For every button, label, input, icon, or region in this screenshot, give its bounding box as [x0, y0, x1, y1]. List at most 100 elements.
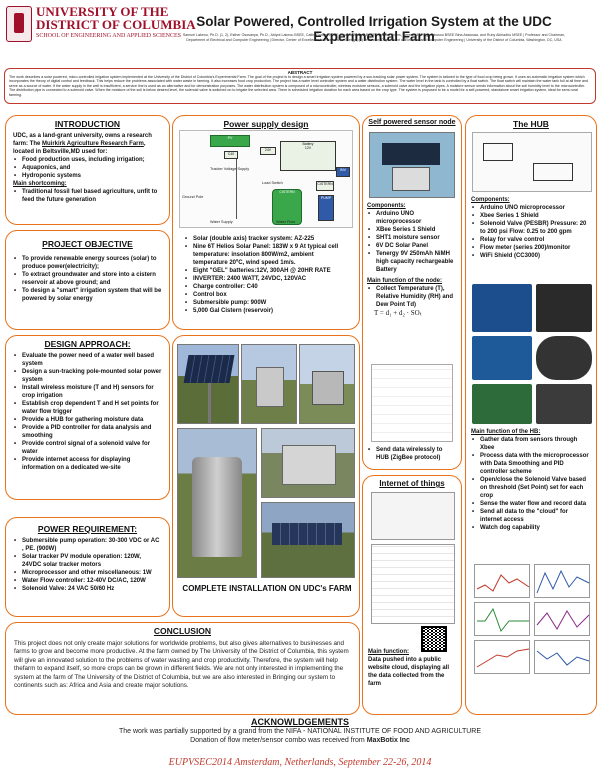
cistern-tank-icon [192, 457, 242, 557]
list-item: XBee Series 1 Shield [367, 226, 457, 234]
poster-header: UNIVERSITY OF THE DISTRICT OF COLUMBIA S… [4, 4, 596, 66]
chart-line-icon [536, 610, 590, 630]
poster-title: Solar Powered, Controlled Irrigation Sys… [196, 14, 552, 44]
list-item: Tenergy 9V 250mAh NiMH high capacity rec… [367, 250, 457, 274]
list-item: Eight "GEL" batteries:12V, 300AH @ 20HR … [184, 267, 350, 275]
list-item: Microprocessor and other miscellaneous: … [13, 569, 162, 577]
hub-title: The HUB [513, 119, 549, 129]
sensor-function-list: Collect Temperature (T), Relative Humidi… [367, 285, 457, 309]
ack-title: ACKNOWLDGEMENTS [251, 717, 349, 727]
enclosure-icon [312, 371, 344, 405]
logo-line2: DISTRICT OF COLUMBIA [36, 17, 196, 32]
flow-meter-photo [536, 336, 592, 380]
power-supply-specs: Solar (double axis) tracker system: AZ-2… [177, 232, 357, 318]
list-item: To design a "smart" irrigation system th… [13, 287, 162, 303]
design-list: Evaluate the power need of a water well … [13, 352, 162, 472]
list-item: Food production uses, including irrigati… [13, 156, 162, 164]
installation-title: COMPLETE INSTALLATION ON UDC's FARM [182, 584, 352, 593]
solenoid-valve-photo [536, 284, 592, 332]
power-supply-diagram: PV C40 24V Battery 12V INV Tracker Volta… [179, 130, 353, 228]
power-requirement-title: POWER REQUIREMENT: [37, 524, 138, 534]
list-item: Arduino UNO microprocessor [367, 210, 457, 226]
iot-screenshot-2 [371, 544, 455, 624]
cistern-photo [177, 428, 257, 578]
conclusion-text: This project does not only create major … [14, 640, 349, 690]
hub-chart-3 [474, 602, 530, 636]
hub-components: Components: Arduino UNO microprocessor X… [466, 196, 596, 260]
hub-components-label: Components: [471, 197, 510, 203]
list-item: WiFi Shield (CC3000) [471, 252, 591, 260]
list-item: Arduino UNO microprocessor [471, 204, 591, 212]
list-item: Solenoid Valve: 24 VAC 50/60 Hz [13, 585, 162, 593]
list-item: Establish crop dependent T and H set poi… [13, 400, 162, 416]
power-supply-panel: Power supply design PV C40 24V Battery 1… [172, 115, 360, 330]
list-item: Solenoid Valve (PESBR) Pressure: 20 to 2… [471, 220, 591, 236]
cistern-box: CISTERN [316, 181, 334, 191]
load-switch-label: Load Switch [262, 181, 283, 185]
iot-main-function-label: Main function: [368, 649, 409, 655]
list-item: Hydroponic systems [13, 172, 162, 180]
list-item: Solar tracker PV module operation: 120W,… [13, 553, 162, 569]
list-item: Relay for valve control [471, 236, 591, 244]
list-item: SHT1 moisture sensor [367, 234, 457, 242]
list-item: Provide a PID controller for data analys… [13, 424, 162, 440]
objective-title: PROJECT OBJECTIVE [42, 239, 133, 249]
udc-logo: UNIVERSITY OF THE DISTRICT OF COLUMBIA S… [4, 4, 196, 50]
list-item: INVERTER: 2400 WATT, 24VDC, 120VAC [184, 275, 350, 283]
battery-bank: Battery 12V [280, 141, 336, 171]
list-item: Submersible pump operation: 30-300 VDC o… [13, 537, 162, 553]
sensor-components-label: Components: [367, 203, 406, 209]
introduction-body: UDC, as a land-grant university, owns a … [6, 129, 169, 207]
objective-body: To provide renewable energy sources (sol… [6, 249, 169, 306]
monitor-photo [536, 384, 592, 424]
objective-panel: PROJECT OBJECTIVE To provide renewable e… [5, 230, 170, 330]
list-item: Control box [184, 291, 350, 299]
inverter-icon [282, 445, 336, 485]
acknowledgements: ACKNOWLDGEMENTS The work was partially s… [60, 717, 540, 745]
udc-seal-icon [6, 6, 32, 42]
inverter-box: INV [336, 167, 350, 177]
power-requirement-panel: POWER REQUIREMENT: Submersible pump oper… [5, 517, 170, 617]
sensor-send-list: Send data wirelessly to HUB (ZigBee prot… [367, 446, 457, 462]
schematic-block-icon [533, 163, 573, 181]
sensor-send: Send data wirelessly to HUB (ZigBee prot… [363, 446, 461, 462]
iot-main-function-text: Data pushed into a public website cloud,… [368, 657, 450, 687]
relay-board-photo [472, 336, 532, 380]
enclosure-photo [299, 344, 355, 424]
installation-panel: COMPLETE INSTALLATION ON UDC's FARM [172, 335, 360, 617]
ack-sponsor: MaxBotix Inc [366, 737, 410, 744]
hub-chart-5 [474, 640, 530, 674]
list-item: Aquaponics, and [13, 164, 162, 172]
list-item: Sense the water flow and record data [471, 500, 591, 508]
list-item: Design a sun-tracking pole-mounted solar… [13, 368, 162, 384]
conference-footer: EUPVSEC2014 Amsterdam, Netherlands, Sept… [168, 757, 432, 768]
sensor-node-photo [369, 132, 455, 198]
ack-line2a: Donation of flow meter/sensor combo was … [190, 737, 367, 744]
sensor-equation: T = d₁ + d₂ · SOₜ [374, 309, 422, 317]
list-item: Watch dog capability [471, 524, 591, 532]
list-item: Traditional fossil fuel based agricultur… [13, 188, 162, 204]
farm-photo [261, 502, 355, 578]
hub-components-list: Arduino UNO microprocessor Xbee Series 1… [471, 204, 591, 260]
solar-tracker-photo [177, 344, 239, 424]
conclusion-title: CONCLUSION [153, 626, 212, 636]
chart-line-icon [477, 607, 529, 633]
authors: Samuel Lakeou, Ph.D. (1, 2), Esther Osos… [182, 33, 566, 42]
design-approach-panel: DESIGN APPROACH: Evaluate the power need… [5, 335, 170, 500]
farm-panels-icon [272, 523, 342, 545]
hub-functions: Main function of the HB: Gather data fro… [466, 428, 596, 532]
sensor-node-panel: Self powered sensor node Components: Ard… [362, 115, 462, 470]
battery-label: Battery [302, 142, 314, 146]
sensor-function-label: Main function of the node: [367, 278, 442, 284]
chart-line-icon [536, 650, 590, 666]
power-supply-title: Power supply design [223, 119, 309, 129]
solar-panel-icon [183, 355, 235, 383]
hub-chart-2 [534, 564, 590, 598]
tracker-pole-icon [208, 383, 211, 423]
ack-line1: The work was partially supported by a gr… [118, 728, 482, 735]
iot-title: Internet of things [379, 479, 445, 488]
specs-list: Solar (double axis) tracker system: AZ-2… [184, 235, 350, 315]
control-box-icon [256, 367, 284, 407]
list-item: Charge controller: C40 [184, 283, 350, 291]
schematic-block-icon [483, 143, 513, 161]
